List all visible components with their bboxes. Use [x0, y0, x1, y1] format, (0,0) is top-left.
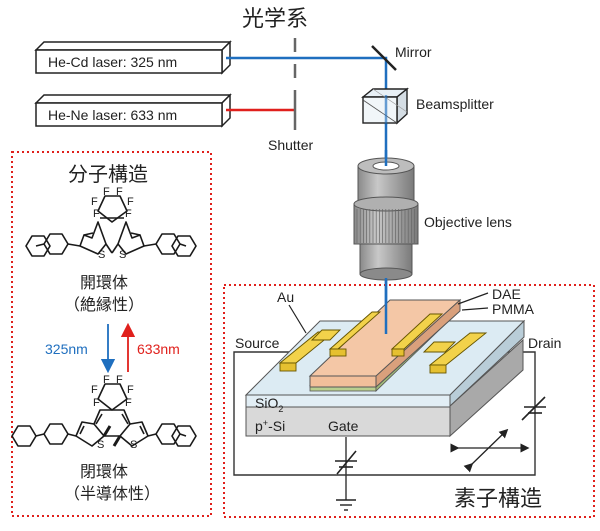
- axis-arrow-diag: [463, 428, 509, 473]
- molecule-title: 分子構造: [68, 162, 148, 186]
- mirror-label: Mirror: [395, 44, 432, 60]
- open-form-property: （絶縁性）: [64, 295, 144, 314]
- device-frame: [223, 284, 595, 518]
- p-si-label: p+-Si: [255, 418, 285, 434]
- he-cd-laser: He-Cd laser: 325 nm: [34, 40, 232, 75]
- beamsplitter-label: Beamsplitter: [416, 96, 494, 112]
- dae-label: DAE: [492, 286, 521, 302]
- objective-lens: [353, 150, 419, 281]
- molecule-frame: [11, 151, 212, 517]
- device-title: 素子構造: [454, 487, 542, 512]
- atom-f: F: [93, 397, 100, 409]
- source-label: Source: [235, 335, 280, 351]
- closed-form-structure: F F F F F F S S: [11, 374, 197, 451]
- beamsplitter: [361, 87, 409, 125]
- atom-s: S: [130, 439, 137, 451]
- atom-f: F: [103, 374, 110, 386]
- atom-f: F: [116, 374, 123, 386]
- atom-f: F: [127, 384, 134, 396]
- sio2-label: SiO2: [255, 395, 283, 414]
- atom-s: S: [97, 439, 104, 451]
- atom-f: F: [91, 196, 98, 208]
- closed-form-property: （半導体性）: [64, 484, 160, 503]
- he-cd-laser-label: He-Cd laser: 325 nm: [48, 54, 177, 70]
- gate-label: Gate: [328, 418, 359, 434]
- atom-s: S: [98, 249, 105, 261]
- shutter-label: Shutter: [268, 137, 313, 153]
- gate-voltage-source: [335, 450, 357, 475]
- source-electrode: [278, 311, 382, 372]
- open-form-structure: F F F F F F S S: [25, 186, 197, 261]
- atom-f: F: [125, 397, 132, 409]
- atom-f: F: [125, 208, 132, 220]
- mirror: [371, 45, 397, 71]
- circuit: [233, 351, 536, 500]
- open-form-name: 開環体: [80, 273, 128, 292]
- objective-lens-label: Objective lens: [424, 214, 512, 230]
- drain-voltage-source: [521, 396, 546, 421]
- closed-form-name: 閉環体: [80, 462, 128, 481]
- atom-f: F: [93, 208, 100, 220]
- atom-f: F: [91, 384, 98, 396]
- drain-electrode: [390, 313, 488, 374]
- uv-wavelength: 325nm: [45, 341, 88, 357]
- pmma-label: PMMA: [492, 301, 535, 317]
- atom-f: F: [116, 186, 123, 198]
- atom-f: F: [127, 196, 134, 208]
- atom-s: S: [119, 249, 126, 261]
- he-ne-laser-label: He-Ne laser: 633 nm: [48, 107, 177, 123]
- atom-f: F: [103, 186, 110, 198]
- au-label: Au: [277, 289, 294, 305]
- optics-title: 光学系: [242, 7, 308, 32]
- visible-wavelength: 633nm: [137, 341, 180, 357]
- drain-label: Drain: [528, 335, 561, 351]
- he-ne-laser: He-Ne laser: 633 nm: [34, 93, 232, 128]
- dae-pmma-stack: [308, 298, 462, 392]
- ground-icon: [336, 499, 356, 511]
